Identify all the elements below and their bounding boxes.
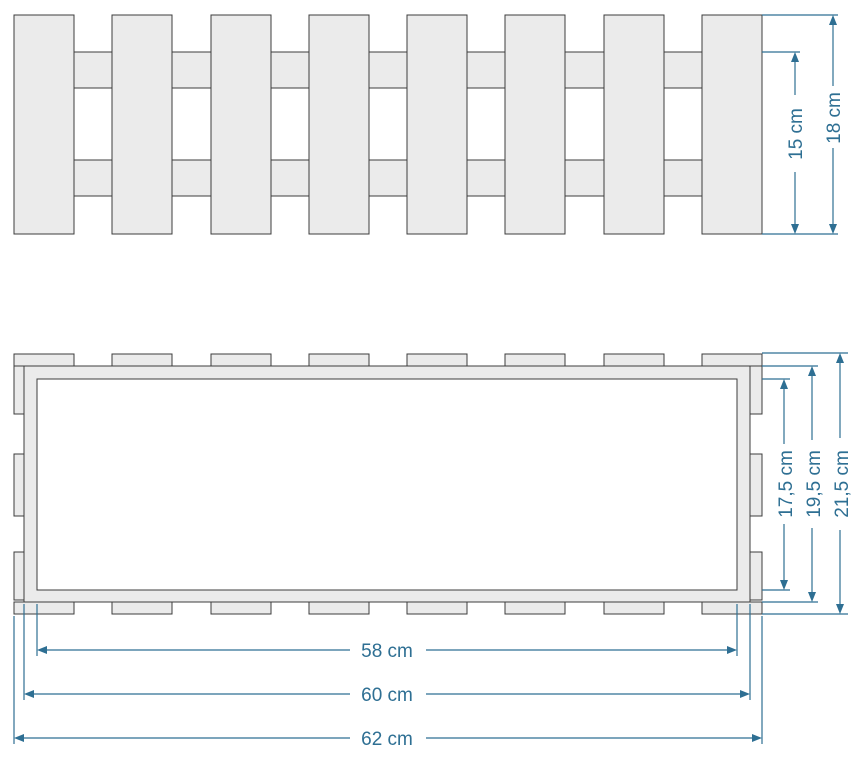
top-slat-end-7 (603, 353, 665, 367)
dim-58-label: 58 cm (361, 641, 413, 662)
dim-195-arrow-bottom (808, 592, 816, 602)
dim-195-label: 19,5 cm (804, 450, 825, 518)
top-slat-end-1 (13, 353, 75, 367)
plan-view (13, 353, 763, 615)
dim-15-arrow-top (791, 52, 799, 62)
dim-15-label: 15 cm (786, 108, 807, 160)
box-interior (36, 378, 738, 591)
bottom-slat-end-2 (111, 601, 173, 615)
bottom-slat-end-1 (13, 601, 75, 615)
bottom-slat-end-5 (406, 601, 468, 615)
vertical-slat-5 (406, 14, 468, 235)
dim-60-arrow-right (740, 690, 750, 698)
bottom-slat-end-3 (210, 601, 272, 615)
dim-58-arrow-right (727, 646, 737, 654)
dim-58-arrow-left (37, 646, 47, 654)
dim-18-label: 18 cm (824, 92, 845, 144)
dim-15-arrow-bottom (791, 224, 799, 234)
vertical-slat-8 (701, 14, 763, 235)
vertical-slat-3 (210, 14, 272, 235)
vertical-slat-2 (111, 14, 173, 235)
elevation-view (13, 14, 763, 235)
top-slat-ends (13, 353, 763, 367)
top-slat-end-2 (111, 353, 173, 367)
elevation-dimensions: 15 cm 18 cm (762, 14, 845, 235)
dim-62-arrow-left (14, 734, 24, 742)
vertical-slat-7 (603, 14, 665, 235)
dim-195-arrow-top (808, 366, 816, 376)
vertical-slat-4 (308, 14, 370, 235)
dim-215-label: 21,5 cm (832, 450, 853, 518)
dim-175-arrow-bottom (780, 580, 788, 590)
right-post-3 (749, 551, 763, 601)
dim-175-arrow-top (780, 379, 788, 389)
dim-62-arrow-right (752, 734, 762, 742)
plan-depth-dimensions: 17,5 cm 19,5 cm 21,5 cm (762, 352, 853, 615)
top-slat-end-4 (308, 353, 370, 367)
bottom-slat-end-7 (603, 601, 665, 615)
dim-60-label: 60 cm (361, 685, 413, 706)
bottom-slat-end-4 (308, 601, 370, 615)
right-post-2 (749, 453, 763, 517)
dim-18-arrow-bottom (829, 224, 837, 234)
dim-62-label: 62 cm (361, 729, 413, 750)
vertical-slats (13, 14, 763, 235)
dim-18-arrow-top (829, 15, 837, 25)
dim-60-arrow-left (24, 690, 34, 698)
vertical-slat-6 (504, 14, 566, 235)
bottom-slat-end-6 (504, 601, 566, 615)
plan-width-dimensions: 58 cm 60 cm 62 cm (13, 604, 763, 750)
dim-175-label: 17,5 cm (776, 450, 797, 518)
dim-215-arrow-bottom (836, 604, 844, 614)
top-slat-end-3 (210, 353, 272, 367)
bottom-slat-ends (13, 601, 763, 615)
top-slat-end-8 (701, 353, 763, 367)
right-post-1 (749, 365, 763, 415)
dim-215-arrow-top (836, 353, 844, 363)
vertical-slat-1 (13, 14, 75, 235)
top-slat-end-5 (406, 353, 468, 367)
bottom-slat-end-8 (701, 601, 763, 615)
top-slat-end-6 (504, 353, 566, 367)
